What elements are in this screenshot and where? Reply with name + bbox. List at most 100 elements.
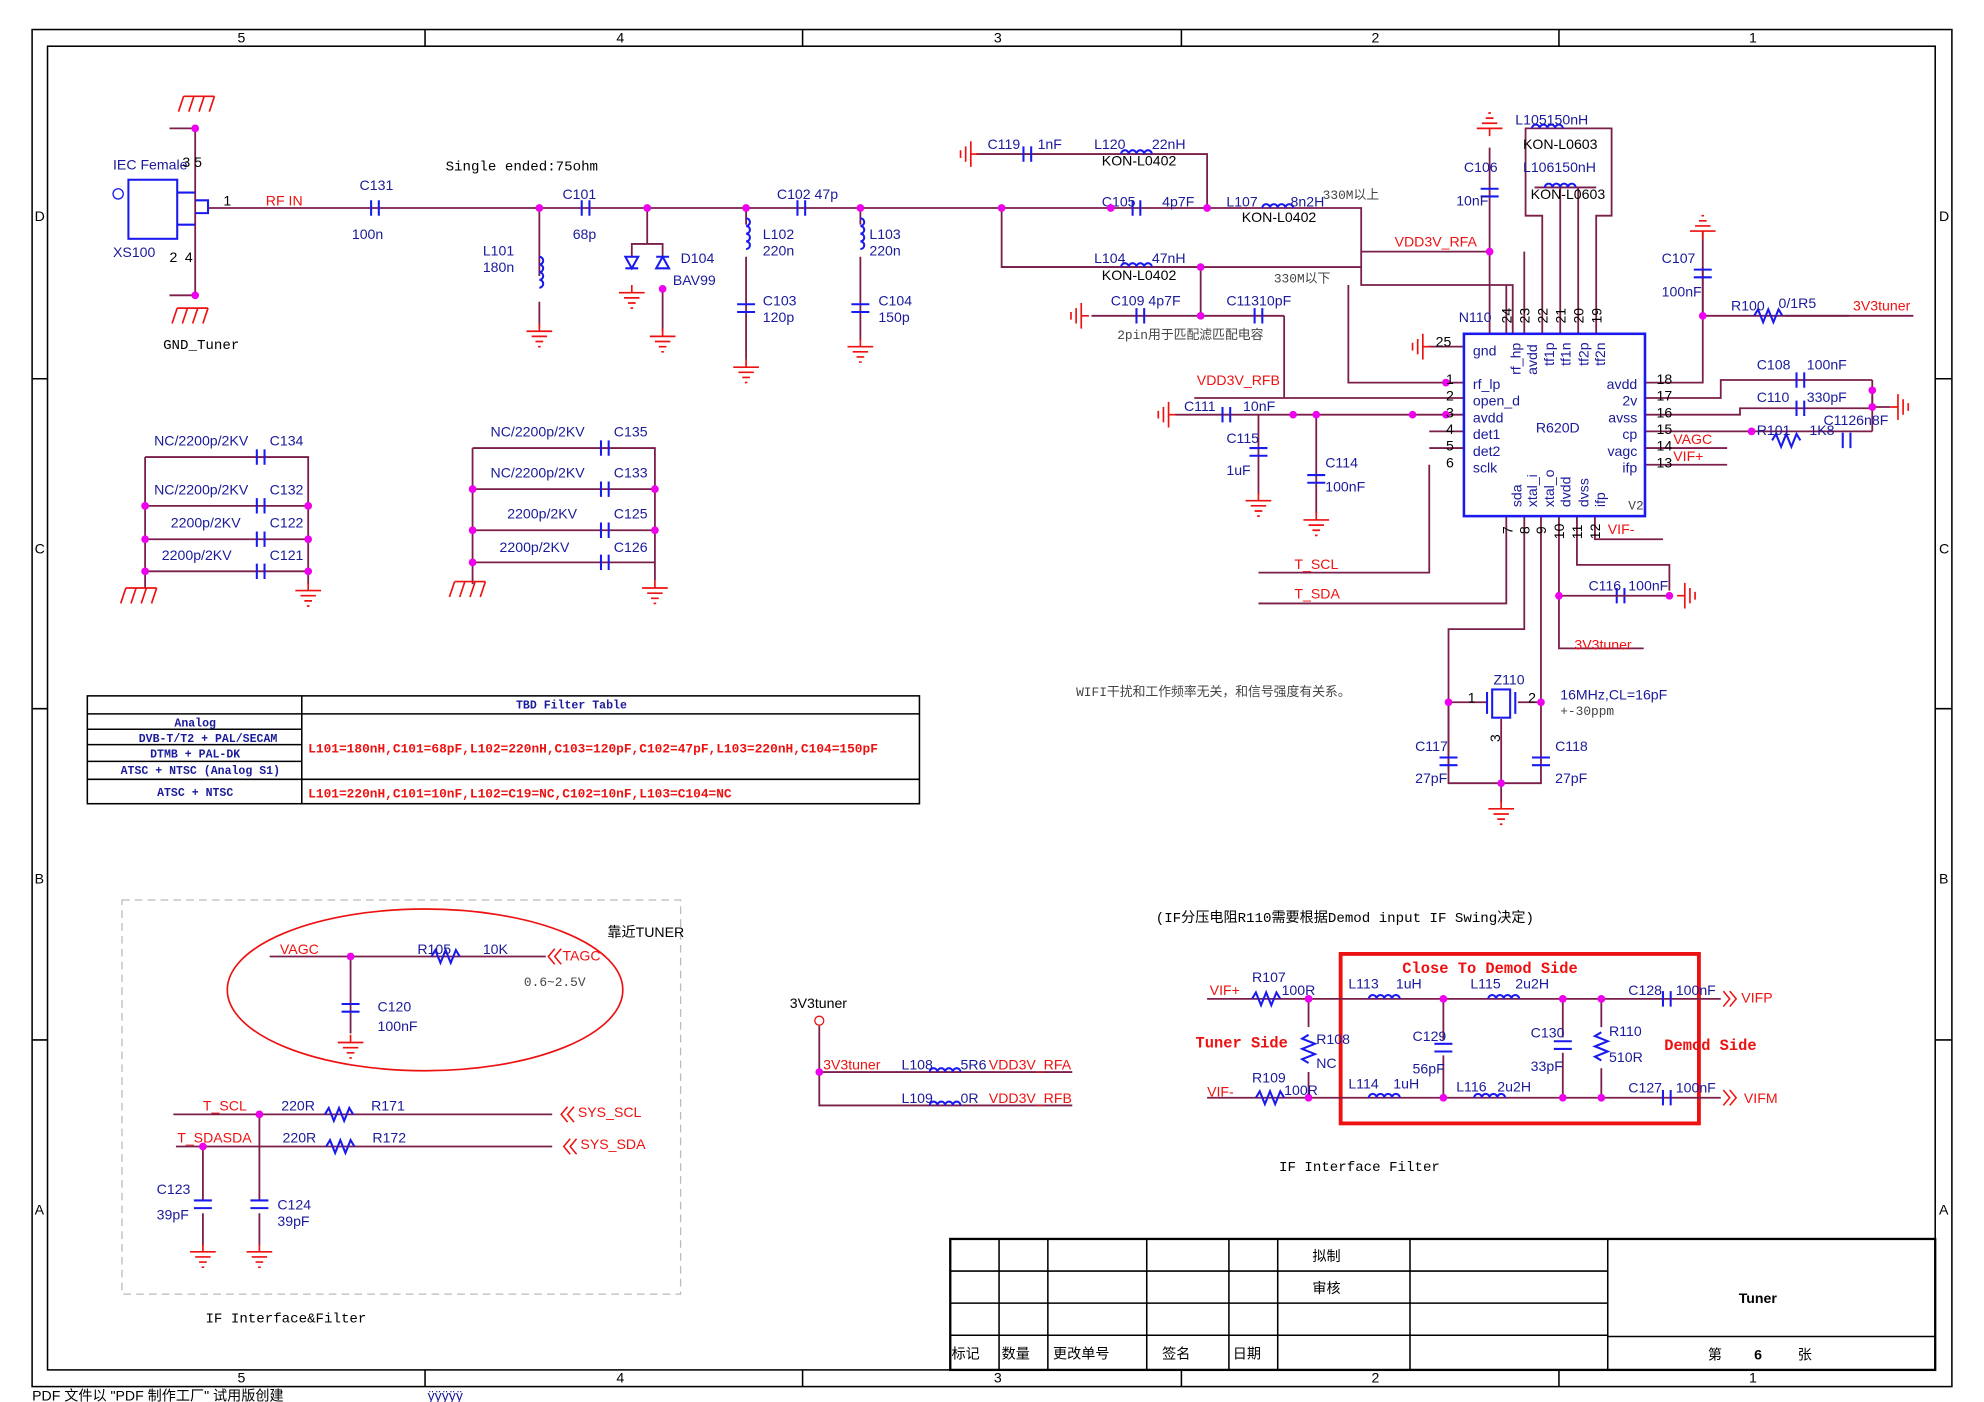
net-3v3tuner: 3V3tuner: [1574, 637, 1632, 653]
value-c125: 2200p/2KV: [507, 506, 577, 522]
value-l113: 1uH: [1396, 976, 1422, 992]
footer: PDF 文件以 "PDF 制作工厂" 试用版创建 ÿÿÿÿÿ: [32, 1388, 464, 1402]
if-swing-note: (IF分压电阻R110需要根据Demod input IF Swing决定): [1156, 910, 1534, 927]
capacitor-c124: [249, 1199, 270, 1210]
pin-number: 1: [223, 192, 231, 208]
col-label: 3: [994, 1370, 1002, 1386]
ref-l101: L101: [483, 242, 515, 258]
pin-number: 1: [1446, 371, 1454, 387]
top-pins: 24 23 22 21 20 19 rf_hp avdd tf1p tf1n t…: [1498, 308, 1608, 375]
row-label: B: [1939, 870, 1948, 886]
package-l107: KON-L0402: [1242, 209, 1317, 225]
ref-c116: C116: [1588, 578, 1621, 594]
resistor-r110: [1593, 1031, 1609, 1062]
row-label: A: [1939, 1202, 1949, 1218]
drawn-label: 拟制: [1312, 1248, 1340, 1264]
value-r107: 100R: [1282, 982, 1316, 998]
ground-icon: [336, 1033, 365, 1059]
filter-table: TBD Filter Table Analog DVB-T/T2 + PAL/S…: [86, 695, 921, 805]
value-c105: 4p7F: [1162, 194, 1195, 210]
value-c130: 33pF: [1531, 1058, 1564, 1074]
pin-number: 7: [1500, 526, 1516, 534]
ref-l106: L106150nH: [1523, 159, 1596, 175]
pin-number: 20: [1570, 308, 1586, 324]
value-c129: 56pF: [1413, 1060, 1446, 1076]
col-label: 2: [1371, 29, 1379, 45]
ref-c115: C115: [1226, 430, 1259, 446]
value-r105: 10K: [483, 941, 509, 957]
col-label: 1: [1749, 1370, 1757, 1386]
value-c127: 100nF: [1676, 1080, 1716, 1096]
right-pins: 18 17 16 15 14 13 avdd 2v avss cp vagc i…: [1607, 371, 1673, 476]
row-label: C: [1939, 540, 1949, 556]
value-r171: 220R: [281, 1098, 315, 1114]
drawing-frame: 5 4 3 2 1 5 4 3 2 1 D C B A D C B A: [31, 28, 1953, 1388]
value-c131: 100n: [352, 226, 383, 242]
row-label: D: [35, 208, 45, 224]
pin-label: tf1n: [1558, 342, 1574, 366]
ref-l107: L107: [1226, 194, 1258, 210]
ref-c131: C131: [360, 177, 394, 193]
ground-icon: [846, 338, 875, 363]
value-l101: 180n: [483, 259, 514, 275]
ref-c129: C129: [1413, 1028, 1447, 1044]
pin-number: 15: [1657, 421, 1673, 437]
pin-label: tf2p: [1575, 342, 1591, 366]
net-vif-minus: VIF-: [1207, 1083, 1234, 1099]
ref-c118: C118: [1555, 738, 1588, 754]
col-label: 3: [994, 29, 1002, 45]
impedance-note: Single ended:75ohm: [446, 160, 598, 176]
hv-caps-mid: NC/2200p/2KV C135 NC/2200p/2KV C133 2200…: [448, 424, 669, 605]
ref-c111: C111: [1184, 398, 1216, 414]
ic-version: V2: [1628, 499, 1643, 514]
col-label: 2: [1371, 1370, 1379, 1386]
near-tuner-label: 靠近TUNER: [607, 924, 684, 940]
net-t-sda: T_SDASDA: [177, 1130, 252, 1146]
ref-l115: L115: [1470, 976, 1500, 992]
ic-ref: N110: [1459, 309, 1492, 325]
sheet-suffix: 张: [1798, 1347, 1812, 1363]
ref-d104: D104: [681, 250, 715, 266]
ic-network: L105150nH KON-L0603 L106150nH KON-L0603 …: [1076, 112, 1914, 826]
net-3v3tuner: 3V3tuner: [823, 1056, 881, 1072]
qty-label: 数量: [1002, 1345, 1030, 1361]
sign-label: 签名: [1162, 1345, 1190, 1361]
pin-number: 13: [1657, 454, 1673, 470]
ground-icon: [1889, 393, 1910, 421]
section-title: IF Interface&Filter: [205, 1311, 366, 1327]
pin-label: ifp: [1622, 459, 1637, 475]
connector-type: IEC Female: [113, 156, 188, 172]
ref-l103: L103: [869, 226, 901, 242]
ref-c103: C103: [763, 293, 797, 309]
footer-link[interactable]: ÿÿÿÿÿ: [428, 1388, 464, 1402]
value-l103: 220n: [869, 242, 900, 258]
pin-number: 2: [170, 249, 178, 265]
value-c122: 2200p/2KV: [171, 515, 241, 531]
row-label: B: [35, 870, 44, 886]
pin-number: 8: [1516, 526, 1532, 534]
value-l120: 22nH: [1152, 136, 1186, 152]
checked-label: 审核: [1312, 1280, 1340, 1296]
pin-label: tf1p: [1541, 342, 1557, 366]
net-t-scl: T_SCL: [1294, 556, 1338, 572]
col-label: 1: [1749, 29, 1757, 45]
value-r100: 0/1R5: [1779, 295, 1817, 311]
pin-number: 2: [1446, 388, 1454, 404]
col-label: 5: [238, 29, 246, 45]
ground-icon: [1676, 582, 1696, 610]
net-sys-sda: SYS_SDA: [580, 1136, 646, 1152]
rf-input-section: IEC Female XS100 1 3 5 2 4 RF IN GND_Tun…: [112, 95, 1514, 537]
crystal-z110: [1491, 688, 1512, 719]
value-l116: 2u2H: [1497, 1078, 1531, 1094]
mark-label: 标记: [952, 1345, 980, 1361]
package-l106: KON-L0603: [1531, 186, 1606, 202]
ref-r109: R109: [1252, 1069, 1286, 1085]
ground-icon: [1487, 800, 1515, 826]
ref-c126: C126: [614, 539, 648, 555]
ground-icon: [1475, 112, 1504, 137]
value-c101: 68p: [573, 226, 597, 242]
table-mode: ATSC + NTSC (Analog S1): [121, 765, 280, 778]
pin-label: avss: [1608, 409, 1637, 425]
title-block: 拟制 审核 标记 数量 更改单号 签名 日期 Tuner 第 6 张: [949, 1237, 1937, 1372]
value-c134: NC/2200p/2KV: [154, 433, 249, 449]
